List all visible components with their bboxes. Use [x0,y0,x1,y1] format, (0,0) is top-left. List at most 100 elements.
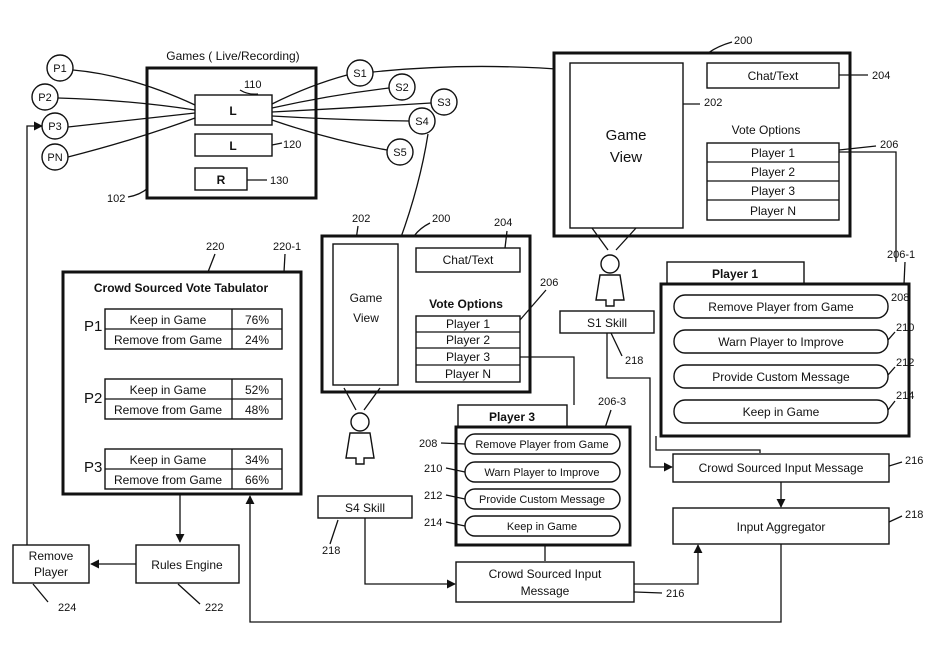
remove-player-line1: Remove [29,549,74,563]
crowd-msg-bottom-line2: Message [521,584,570,598]
tabulator: 220 220-1 Crowd Sourced Vote Tabulator P… [61,241,303,496]
player-p2-label: P2 [38,92,51,104]
rules-engine-label: Rules Engine [151,558,223,572]
screen-top-game-view-label: Game [606,127,647,144]
player1-option-warn-label: Warn Player to Improve [718,335,844,349]
player3-ref-212: 212 [424,490,442,502]
spectator-s4-label: S4 [415,116,428,128]
player1-panel-ref: 206-1 [887,249,915,261]
player3-option-keep-label: Keep in Game [507,521,577,533]
screen-mid-game-view [332,243,399,386]
spectator-s2-circle [388,73,416,101]
player3-option-custom-label: Provide Custom Message [479,494,605,506]
aggregator-ref: 218 [905,509,923,521]
player-circles: P1 P2 P3 PN [31,54,196,171]
spectator-s3-label: S3 [437,97,450,109]
tab-p1-remove-label: Remove from Game [114,333,222,347]
crowd-msg-right-box [672,453,890,483]
screen-top: 200 Game 202 Chat/Text 204 Vote Options … [552,35,898,238]
player1-option-warn[interactable] [673,329,889,354]
player1-ref-212: 212 [896,357,914,369]
player3-ref-208: 208 [419,438,437,450]
crowd-msg-right-label: Crowd Sourced Input Message [699,461,864,475]
player1-option-remove-label: Remove Player from Game [708,300,854,314]
screen-top-chat-label: Chat/Text [748,69,799,83]
player1-option-custom[interactable] [673,364,889,389]
remove-player-box [12,544,90,584]
player1-ref-214: 214 [896,390,914,402]
screen-top-ref: 200 [734,35,752,47]
player1-ref-210: 210 [896,322,914,334]
player-pn-label: PN [47,152,62,164]
tab-p1-keep-label: Keep in Game [130,313,207,327]
tab-p1-remove-pct: 24% [245,333,269,347]
player-p1-label: P1 [53,63,66,75]
vote-to-player3-line [520,356,575,405]
screen-mid-vote-list [415,315,521,383]
crowd-msg-bottom-line1: Crowd Sourced Input [489,567,602,581]
screen-mid-chat [415,247,521,273]
player-p1-circle [46,54,74,82]
spectator-s1-circle [346,59,374,87]
player1-option-custom-label: Provide Custom Message [712,370,850,384]
s1-skill-ref: 218 [625,355,643,367]
ref-120: 120 [283,139,301,151]
spectator-s1-label: S1 [353,68,366,80]
spectator-figure-s4 [343,387,381,465]
screen-top-game-view-line2: View [610,149,642,166]
game-live-2-label: L [229,139,236,153]
screen-top-game-view-ref: 202 [704,97,722,109]
screen-mid-vote-4: Player N [445,367,491,381]
screen-mid-game-view-ref: 202 [352,213,370,225]
crowd-msg-bottom-box [455,561,635,603]
player3-panel-ref: 206-3 [598,396,626,408]
connectors [90,333,786,623]
game-recording-label: R [217,173,226,187]
screen-top-game-view [569,62,684,229]
vote-to-player1-line [839,151,897,262]
screen-top-vote-2: Player 2 [751,165,795,179]
screen-mid-vote-2: Player 2 [446,333,490,347]
game-live-1 [194,94,273,126]
player3-panel: Player 3 206-3 Remove Player from Game W… [419,396,632,547]
player3-ref-210: 210 [424,463,442,475]
screen-mid-chat-label: Chat/Text [443,253,494,267]
tab-p1-label: P1 [84,318,102,335]
screen-mid-ref: 200 [432,213,450,225]
tab-p2-remove-pct: 48% [245,403,269,417]
rules-engine-ref: 222 [205,602,223,614]
ref-102: 102 [107,193,125,205]
ref-110: 110 [244,79,262,91]
crowd-msg-right-ref: 216 [905,455,923,467]
screen-top-game-view-text: Game [606,127,647,144]
screen-mid-vote-ref: 206 [540,277,558,289]
aggregator-label: Input Aggregator [737,520,826,534]
screen-mid-vote-title: Vote Options [429,297,503,311]
screen-top-vote-ref: 206 [880,139,898,151]
player1-option-keep[interactable] [673,399,889,424]
player3-ref-214: 214 [424,517,442,529]
ref-130: 130 [270,175,288,187]
remove-to-games-line [26,121,43,548]
player1-option-remove[interactable] [673,294,889,319]
s4-skill-label: S4 Skill [345,501,385,515]
player-p3-label: P3 [48,121,61,133]
screen-mid-vote-3: Player 3 [446,350,490,364]
screen-top-vote-4: Player N [750,204,796,218]
games-title: Games ( Live/Recording) [166,49,299,63]
spectator-circles: S1 S2 S3 S4 S5 [271,59,571,241]
spectator-s2-label: S2 [395,82,408,94]
tab-p3-remove-pct: 66% [245,473,269,487]
spectator-s3-circle [430,88,458,116]
player1-tab-label: Player 1 [712,267,758,281]
player3-option-warn-label: Warn Player to Improve [484,467,599,479]
screen-mid-chat-ref: 204 [494,217,512,229]
screen-top-vote-1: Player 1 [751,146,795,160]
tab-p3-keep-label: Keep in Game [130,453,207,467]
crowd-msg-bottom-ref: 216 [666,588,684,600]
player1-panel: Player 1 206-1 Remove Player from Game W… [659,249,915,438]
tab-p2-keep-label: Keep in Game [130,383,207,397]
tab-p2-remove-label: Remove from Game [114,403,222,417]
